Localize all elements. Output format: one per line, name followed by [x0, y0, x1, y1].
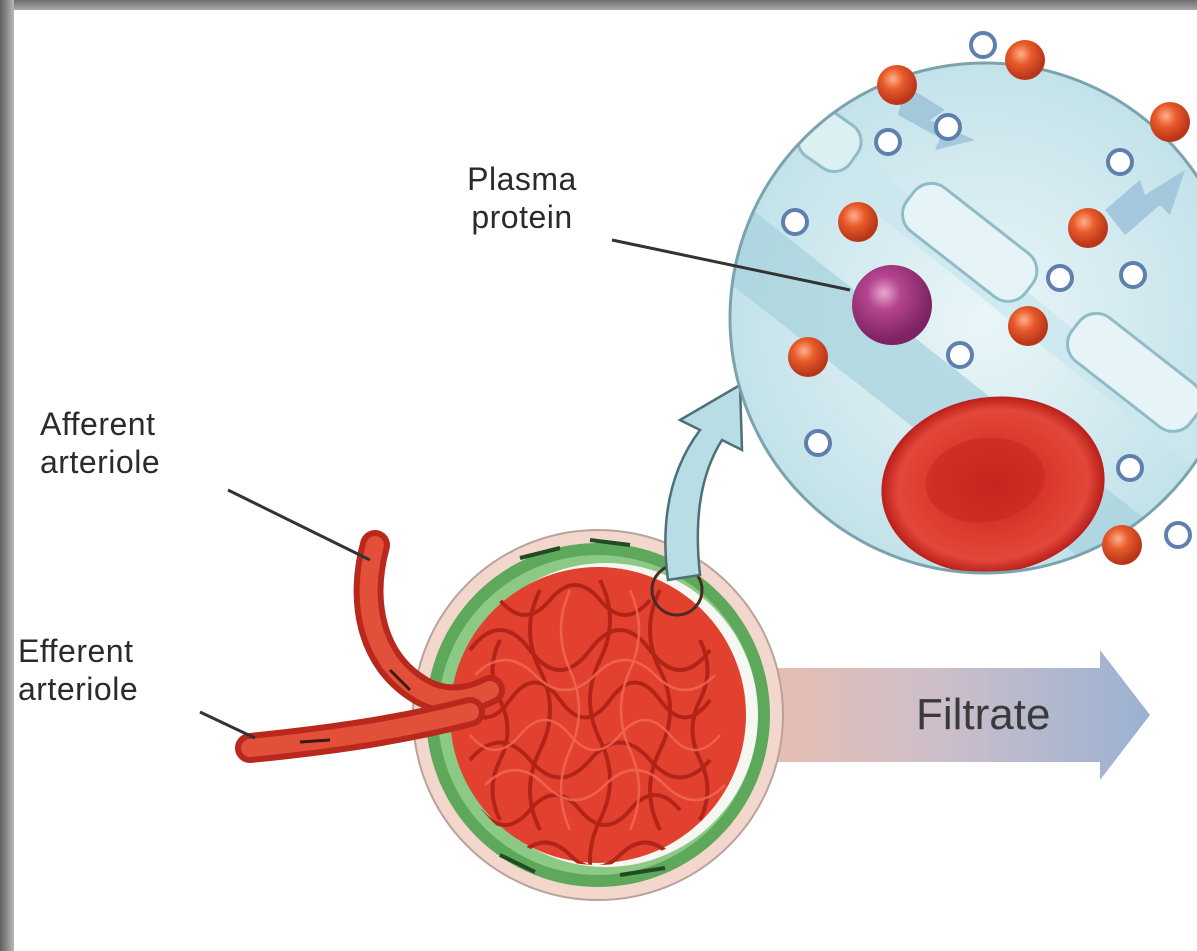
afferent-arteriole-label: Afferent arteriole — [40, 405, 160, 481]
magnify-arrow — [665, 385, 742, 580]
plasma-protein-label-line2: protein — [432, 198, 612, 236]
filtrate-label: Filtrate — [916, 690, 1050, 740]
efferent-arteriole-label-line2: arteriole — [18, 670, 138, 708]
plasma-protein-label: Plasma protein — [432, 160, 612, 236]
plasma-protein-label-line1: Plasma — [432, 160, 612, 198]
plasma-protein-molecule — [852, 265, 932, 345]
efferent-arteriole-label: Efferent arteriole — [18, 632, 138, 708]
afferent-arteriole-label-line2: arteriole — [40, 443, 160, 481]
efferent-arteriole-label-line1: Efferent — [18, 632, 138, 670]
afferent-arteriole-label-line1: Afferent — [40, 405, 160, 443]
